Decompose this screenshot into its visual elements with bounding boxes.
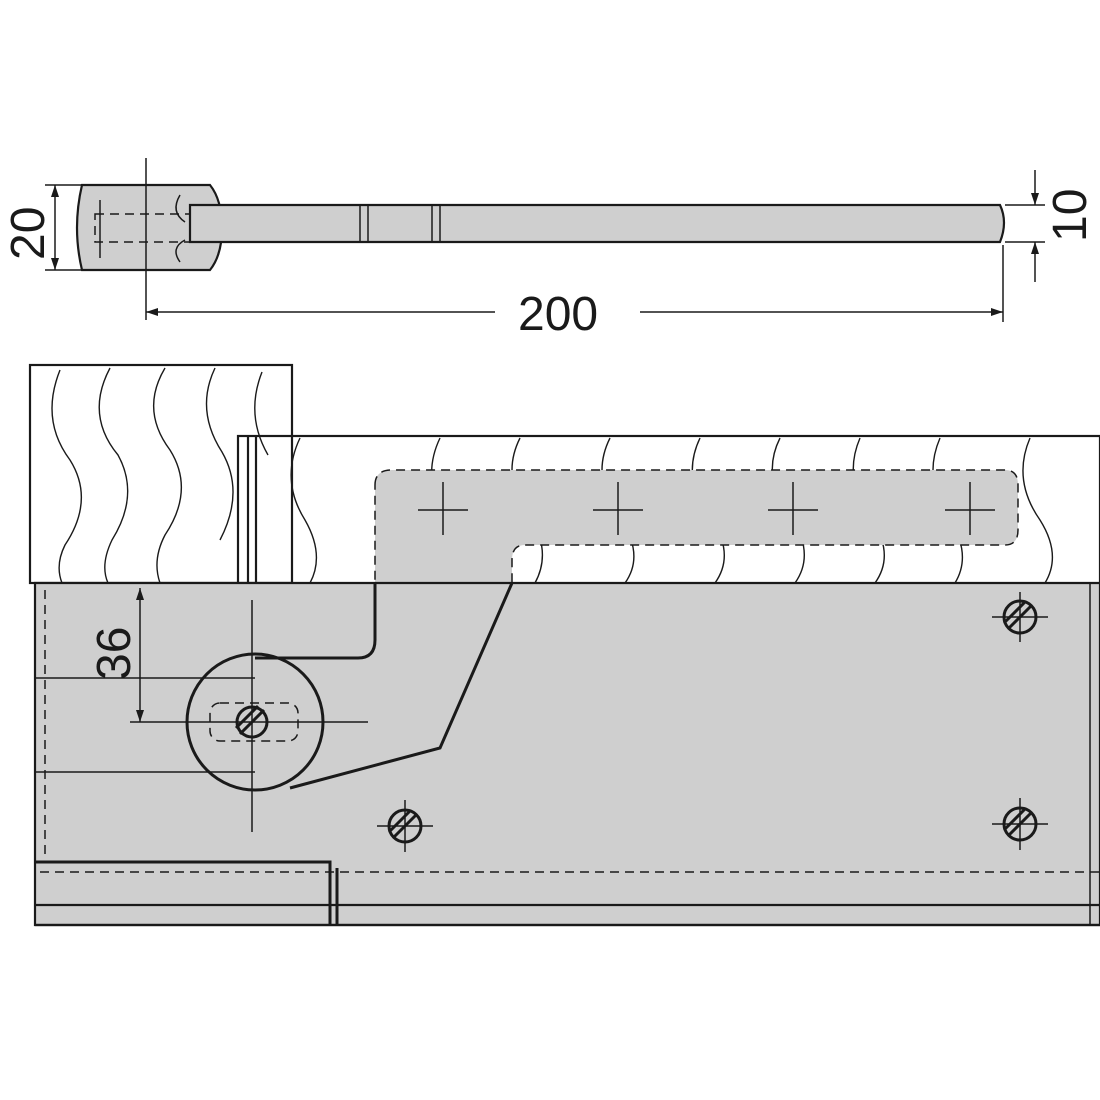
- dimension-20: 20: [2, 184, 82, 271]
- bottom-rail: [35, 860, 1100, 927]
- mounting-plate-recess: [374, 469, 1019, 584]
- hinge-body-plate: [33, 581, 1100, 927]
- hinge-link-lower: [289, 582, 514, 790]
- dimension-36: 36: [88, 588, 144, 722]
- pivot-joint: [130, 600, 368, 832]
- hinge-head: [75, 183, 224, 272]
- screw-top-right: [992, 592, 1048, 642]
- head-curve-bottom: [175, 239, 186, 263]
- dimension-200-label: 200: [518, 288, 598, 341]
- hinge-arm: [188, 203, 1006, 244]
- pivot-screw-icon: [235, 705, 269, 739]
- screw-bottom-left: [377, 800, 433, 852]
- installation-view: 36: [28, 363, 1100, 927]
- dimension-20-label: 20: [2, 207, 55, 260]
- screw-bottom-right: [992, 798, 1048, 850]
- hinge-side-view: [75, 158, 1006, 320]
- head-curve-top: [175, 194, 186, 223]
- wood-frame-left: [28, 363, 294, 585]
- hinge-link-arm: [255, 583, 377, 660]
- dimension-200: 200: [146, 245, 1004, 341]
- dimension-10-label: 10: [1044, 189, 1097, 242]
- dimension-36-label: 36: [88, 627, 141, 680]
- dimension-10: 10: [1005, 170, 1097, 282]
- plate-screw-marks: [418, 482, 995, 535]
